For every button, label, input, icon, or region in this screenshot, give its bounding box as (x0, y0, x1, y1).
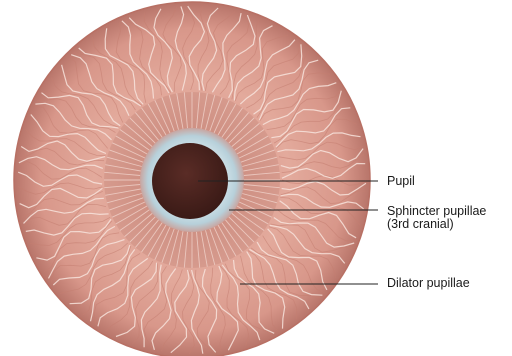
dilator-pupillae-label: Dilator pupillae (387, 277, 470, 290)
pupil-label: Pupil (387, 175, 415, 188)
sphincter-pupillae-sublabel: (3rd cranial) (387, 218, 454, 231)
